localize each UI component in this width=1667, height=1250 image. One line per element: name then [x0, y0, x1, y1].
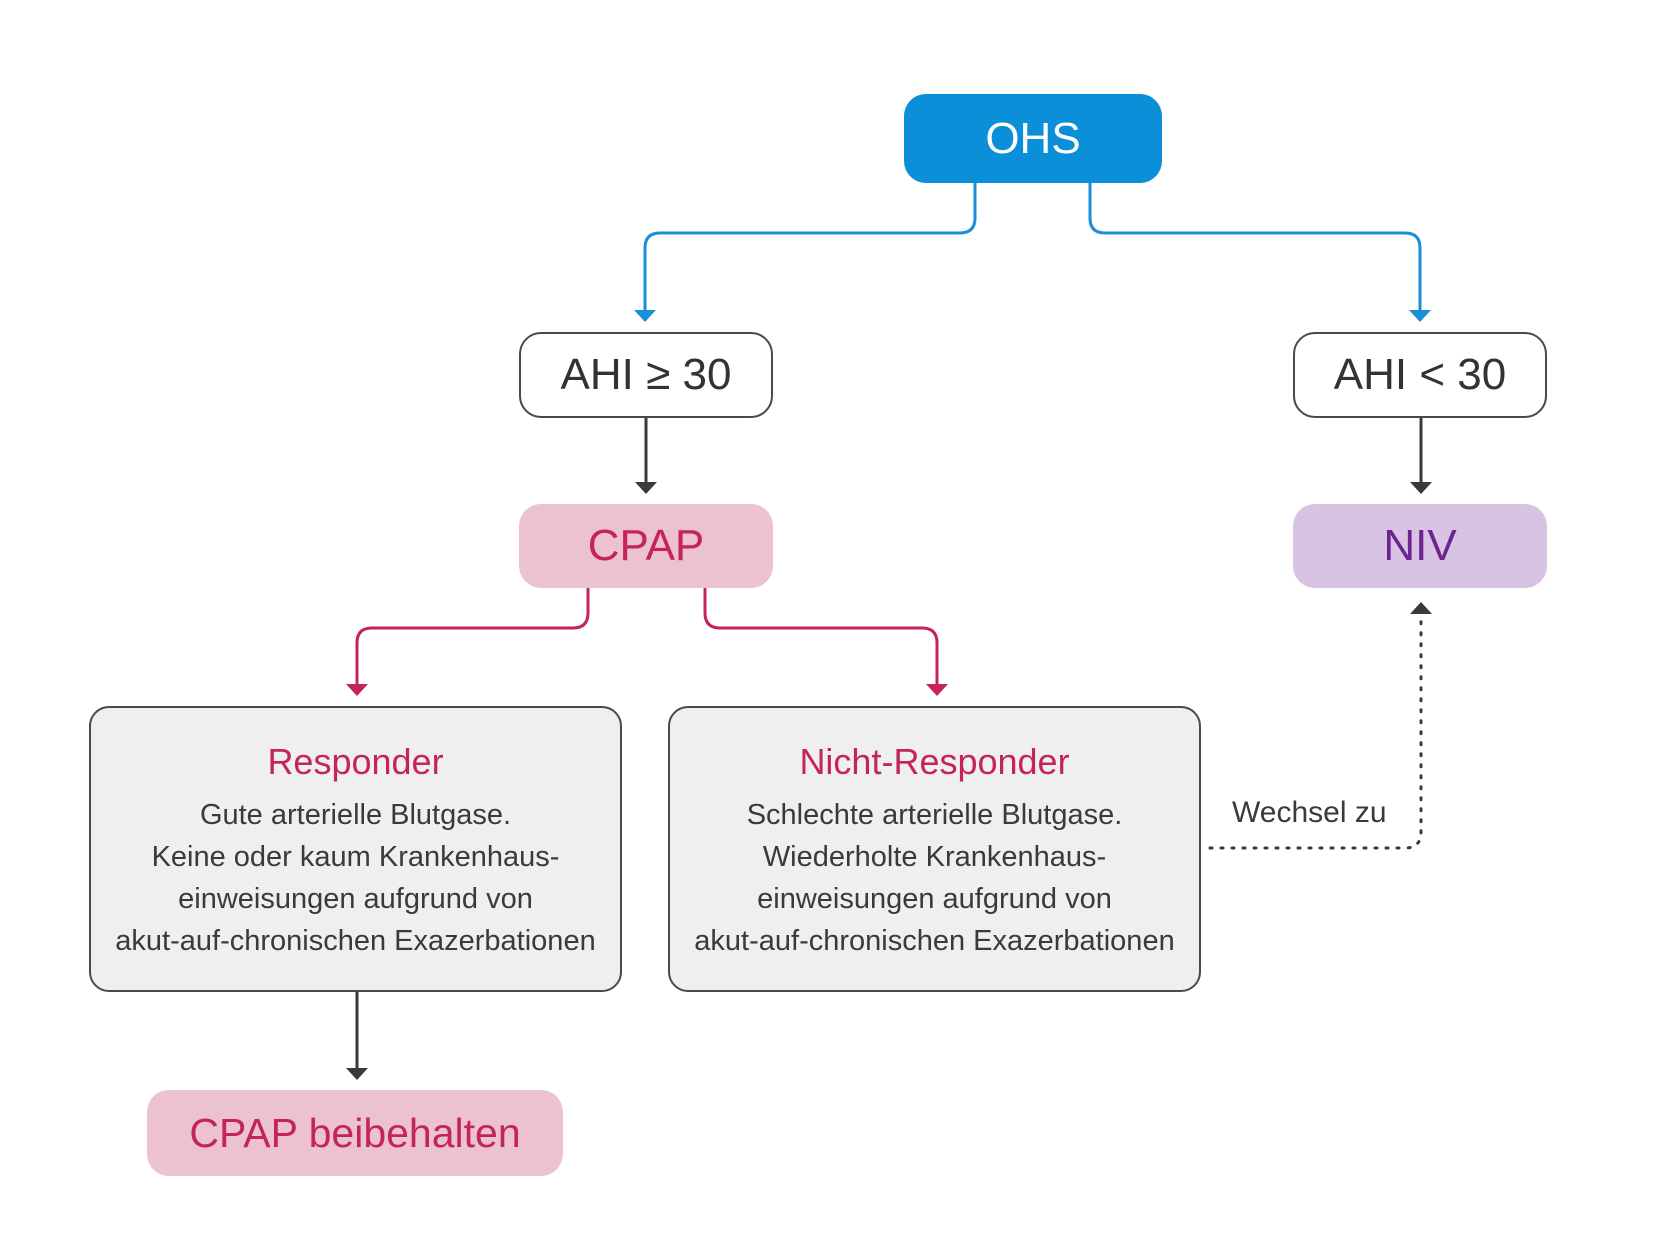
nicht-responder-line-3: einweisungen aufgrund von [757, 883, 1112, 915]
edge-ohs-to-ahi-ge [643, 183, 977, 312]
node-responder: Responder Gute arterielle Blutgase. Kein… [89, 706, 622, 992]
node-ohs-label: OHS [985, 113, 1081, 163]
node-ohs: OHS [904, 94, 1162, 183]
node-ahi-lt-30-label: AHI < 30 [1333, 350, 1507, 399]
responder-title: Responder [267, 741, 444, 782]
edge-ohs-to-ahi-lt [1088, 183, 1422, 312]
node-niv: NIV [1293, 504, 1547, 588]
responder-line-1: Gute arterielle Blutgase. [199, 799, 512, 831]
node-niv-label: NIV [1383, 521, 1457, 570]
nicht-responder-line-4: akut-auf-chronischen Exazerbationen [694, 925, 1175, 957]
responder-line-3: einweisungen aufgrund von [178, 883, 533, 915]
arrowhead-ahi-lt [1409, 310, 1431, 322]
responder-line-2: Keine oder kaum Krankenhaus- [151, 841, 560, 873]
edge-cpap-to-nicht-responder [703, 588, 939, 686]
node-ahi-ge-30: AHI ≥ 30 [519, 332, 773, 418]
nicht-responder-line-2: Wiederholte Krankenhaus- [762, 841, 1107, 873]
node-cpap-beibehalten-label: CPAP beibehalten [189, 1109, 521, 1156]
edge-label-wechsel-zu: Wechsel zu [1232, 796, 1387, 829]
node-cpap: CPAP [519, 504, 773, 588]
node-cpap-beibehalten: CPAP beibehalten [147, 1090, 563, 1176]
arrowhead-keep [346, 1068, 368, 1080]
edge-cpap-to-responder [355, 588, 590, 686]
arrowhead-cpap [635, 482, 657, 494]
node-nicht-responder: Nicht-Responder Schlechte arterielle Blu… [668, 706, 1201, 992]
nicht-responder-line-1: Schlechte arterielle Blutgase. [746, 799, 1123, 831]
arrowhead-niv-dotted [1410, 602, 1432, 614]
arrowhead-ahi-ge [634, 310, 656, 322]
responder-line-4: akut-auf-chronischen Exazerbationen [115, 925, 596, 957]
node-ahi-ge-30-label: AHI ≥ 30 [560, 350, 732, 399]
nicht-responder-title: Nicht-Responder [799, 741, 1070, 782]
arrowhead-responder [346, 684, 368, 696]
node-cpap-label: CPAP [587, 521, 705, 570]
arrowhead-niv [1410, 482, 1432, 494]
edge-nicht-responder-to-niv-dotted [1208, 614, 1423, 850]
arrowhead-nicht-responder [926, 684, 948, 696]
node-ahi-lt-30: AHI < 30 [1293, 332, 1547, 418]
